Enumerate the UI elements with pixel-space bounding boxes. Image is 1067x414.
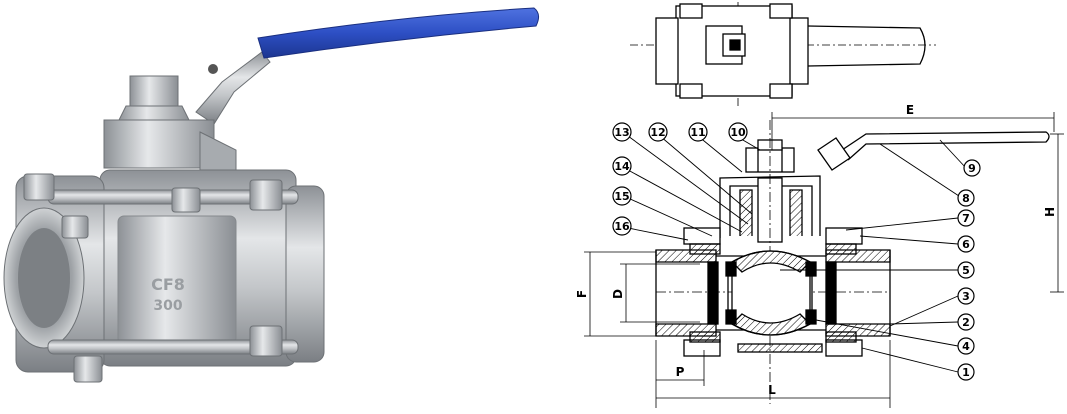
- dim-label-h: H: [1043, 207, 1057, 217]
- dim-label-p: P: [676, 365, 685, 379]
- callout-5: 5: [957, 261, 975, 279]
- bolt-nut-mid-left: [61, 215, 89, 239]
- body-mark-300: 300: [153, 298, 182, 314]
- svg-text:2: 2: [962, 316, 970, 329]
- callout-12: 12: [648, 122, 668, 142]
- callout-6: 6: [957, 235, 975, 253]
- svg-text:13: 13: [614, 126, 629, 139]
- svg-text:1: 1: [962, 366, 970, 379]
- left-bore-inner: [18, 228, 70, 328]
- callout-15: 15: [612, 186, 632, 206]
- callout-bubbles: 1 2 3 4 5 6 7 8 9 10 11 12 13 14 15 16: [612, 122, 981, 381]
- front-section-view: [584, 112, 1064, 408]
- callout-16: 16: [612, 216, 632, 236]
- body-neck: [103, 119, 215, 169]
- svg-text:14: 14: [614, 160, 630, 173]
- svg-text:15: 15: [614, 190, 629, 203]
- callout-14: 14: [612, 156, 632, 176]
- top-view: [630, 2, 936, 106]
- svg-text:10: 10: [730, 126, 746, 139]
- callout-8: 8: [957, 189, 975, 207]
- bottom-bolt-rod: [47, 339, 299, 355]
- bolt-nut-top-right: [249, 179, 283, 211]
- bolt-nut-bottom-right: [249, 325, 283, 357]
- callout-11: 11: [688, 122, 708, 142]
- body-mark-cf8: CF8: [151, 275, 185, 294]
- svg-text:16: 16: [614, 220, 630, 233]
- callout-9: 9: [963, 159, 981, 177]
- valve-photo: CF8 300: [3, 7, 540, 383]
- dimension-labels: E H F D P L: [575, 103, 1057, 397]
- right-end-cap: [285, 185, 325, 363]
- handle-lever-steel: [195, 51, 271, 125]
- svg-text:12: 12: [650, 126, 665, 139]
- dim-label-l: L: [768, 383, 776, 397]
- callout-10: 10: [728, 122, 748, 142]
- stem-nut: [129, 75, 179, 107]
- dim-label-d: D: [611, 289, 625, 299]
- svg-text:3: 3: [962, 290, 970, 303]
- callout-13: 13: [612, 122, 632, 142]
- svg-text:5: 5: [962, 264, 970, 277]
- dim-label-f: F: [575, 290, 589, 298]
- svg-text:9: 9: [968, 162, 976, 175]
- handle-hole: [208, 64, 218, 74]
- svg-text:6: 6: [962, 238, 970, 251]
- callout-3: 3: [957, 287, 975, 305]
- bolt-nut-bottom-left: [73, 355, 103, 383]
- bolt-nut-top-left: [23, 173, 55, 201]
- bolt-nut-top-center: [171, 187, 201, 213]
- callout-4: 4: [957, 337, 975, 355]
- callout-7: 7: [957, 209, 975, 227]
- technical-drawing: [584, 2, 1064, 408]
- svg-text:8: 8: [962, 192, 970, 205]
- handle-grip-blue: [257, 7, 540, 59]
- callout-leaders: [627, 135, 967, 373]
- svg-text:7: 7: [962, 212, 970, 225]
- stop-plate: [199, 131, 237, 177]
- callout-2: 2: [957, 313, 975, 331]
- callout-1: 1: [957, 363, 975, 381]
- svg-text:4: 4: [962, 340, 970, 353]
- svg-text:11: 11: [690, 126, 705, 139]
- dim-label-e: E: [906, 103, 914, 117]
